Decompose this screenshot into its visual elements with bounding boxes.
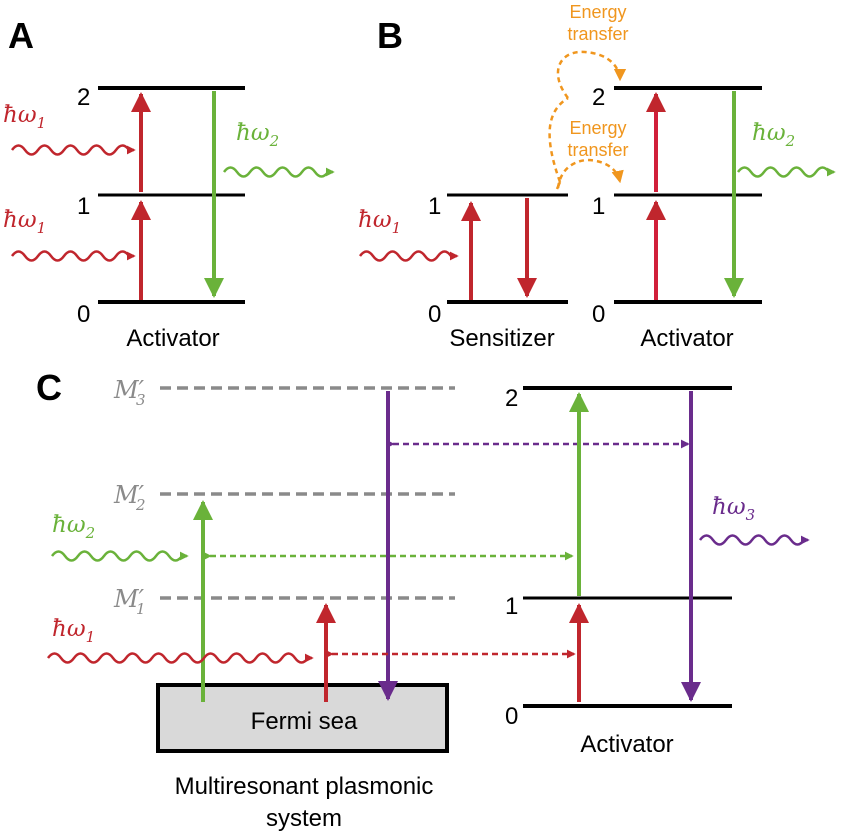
level-0-label: 0 bbox=[77, 301, 90, 328]
level-2-label: 2 bbox=[77, 84, 90, 111]
system-caption-line-1: Multiresonant plasmonic bbox=[175, 773, 434, 800]
energy-transfer-arc-upper bbox=[556, 50, 627, 99]
fermi-sea-label: Fermi sea bbox=[251, 708, 358, 735]
panel-c: C M′3 M′2 M′1 Fermi sea ħω1 ħω2 2 1 0 bbox=[36, 367, 810, 832]
activator-c-level-1-label: 1 bbox=[505, 593, 518, 620]
activator-level-1-label: 1 bbox=[592, 193, 605, 220]
emitted-photon-wave-3 bbox=[698, 534, 810, 546]
mode-m2-label: M′2 bbox=[113, 481, 146, 514]
activator-level-2-label: 2 bbox=[592, 84, 605, 111]
sensitizer-level-0-label: 0 bbox=[428, 301, 441, 328]
panel-a: A 2 1 0 ħω1 ħω1 ħω2 Activator bbox=[3, 15, 335, 352]
sensitizer-photon-label: ħω1 bbox=[358, 207, 401, 237]
activator-emitted-photon-wave bbox=[736, 166, 836, 178]
emitted-photon-wave bbox=[222, 166, 335, 178]
sensitizer-level-1-label: 1 bbox=[428, 193, 441, 220]
panel-b-label: B bbox=[377, 15, 403, 56]
activator-c-level-0-label: 0 bbox=[505, 703, 518, 730]
system-caption-line-2: system bbox=[266, 805, 342, 832]
incoming-photon-wave-2 bbox=[50, 550, 189, 562]
incoming-photon-wave-1 bbox=[46, 652, 314, 664]
photon-3-label: ħω3 bbox=[712, 494, 755, 524]
incoming-photon-wave-lower bbox=[10, 250, 136, 262]
panel-b: B 1 0 2 1 0 Energy transfer Energy trans… bbox=[358, 2, 836, 352]
activator-c-level-2-label: 2 bbox=[505, 385, 518, 412]
photon-2-label: ħω2 bbox=[52, 512, 95, 542]
sensitizer-incoming-photon-wave bbox=[358, 250, 459, 262]
energy-transfer-label-lower-2: transfer bbox=[567, 140, 628, 160]
panel-c-label: C bbox=[36, 367, 62, 408]
photon-label-emitted: ħω2 bbox=[236, 120, 279, 150]
activator-level-0-label: 0 bbox=[592, 301, 605, 328]
activator-c-caption: Activator bbox=[580, 731, 673, 758]
energy-transfer-label-upper-1: Energy bbox=[569, 2, 626, 22]
photon-label-upper: ħω1 bbox=[3, 102, 46, 132]
activator-emitted-photon-label: ħω2 bbox=[752, 120, 795, 150]
activator-caption-b: Activator bbox=[640, 325, 733, 352]
sensitizer-caption: Sensitizer bbox=[449, 325, 554, 352]
photon-1-label: ħω1 bbox=[52, 616, 95, 646]
level-1-label: 1 bbox=[77, 193, 90, 220]
energy-transfer-label-upper-2: transfer bbox=[567, 24, 628, 44]
photon-label-lower: ħω1 bbox=[3, 207, 46, 237]
energy-transfer-arc-upper-left bbox=[548, 96, 569, 183]
mode-m3-label: M′3 bbox=[113, 376, 146, 409]
fermi-sea-box bbox=[156, 683, 449, 753]
activator-caption: Activator bbox=[126, 325, 219, 352]
incoming-photon-wave-upper bbox=[10, 144, 136, 156]
mode-m1-label: M′1 bbox=[113, 585, 146, 618]
energy-transfer-label-lower-1: Energy bbox=[569, 118, 626, 138]
panel-a-label: A bbox=[8, 15, 34, 56]
energy-transfer-arc-lower bbox=[556, 158, 624, 189]
energy-transfer-tail bbox=[555, 181, 562, 190]
